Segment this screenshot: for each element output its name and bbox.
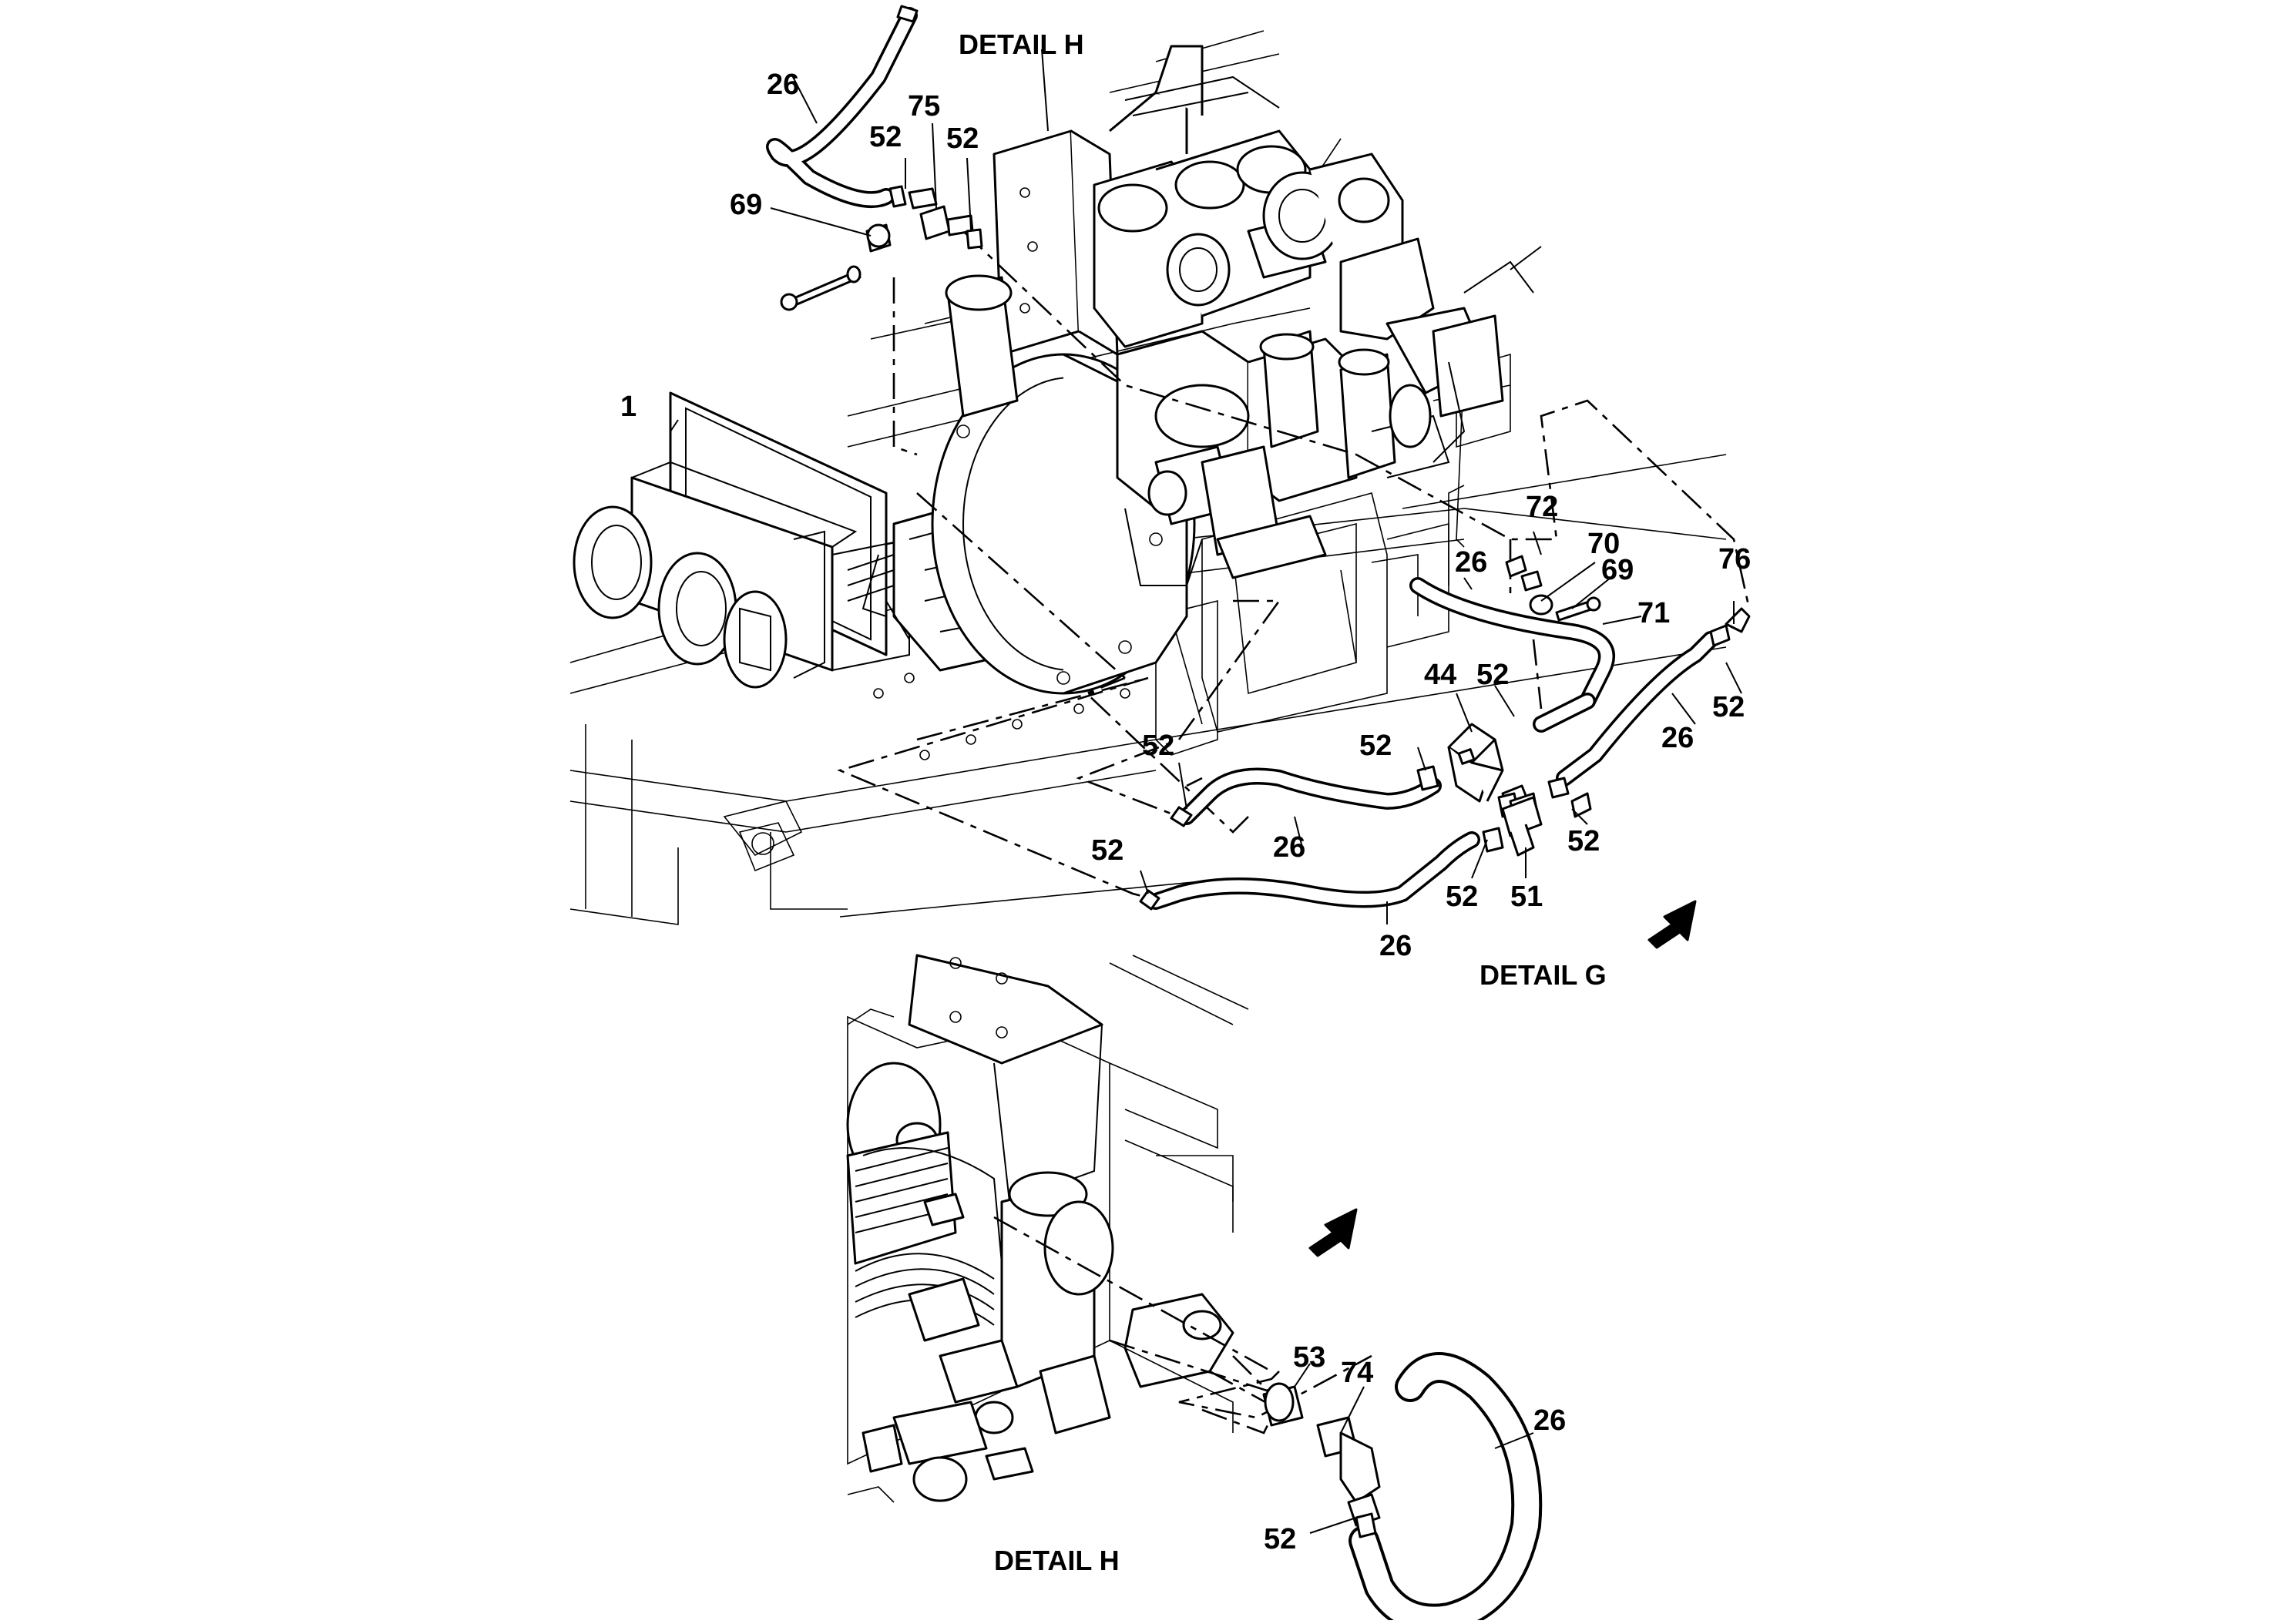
- detail-g-hoses: [1147, 577, 1719, 910]
- view-direction-arrow-icon: [1308, 1208, 1358, 1257]
- callout-52: 52: [1359, 730, 1392, 762]
- callout-26: 26: [1455, 546, 1487, 579]
- callout-75: 75: [908, 90, 940, 122]
- callout-26: 26: [1273, 831, 1305, 864]
- detail-h-engine-view: [846, 954, 1249, 1503]
- callout-71: 71: [1637, 597, 1670, 629]
- callout-52: 52: [869, 121, 902, 153]
- callout-52: 52: [946, 122, 979, 155]
- callout-26: 26: [1379, 930, 1412, 962]
- callout-74: 74: [1341, 1357, 1373, 1389]
- callout-76: 76: [1718, 543, 1751, 575]
- detail-g-title: DETAIL G: [1480, 959, 1607, 991]
- callout-leader-lines: [670, 49, 1742, 1534]
- callout-1: 1: [620, 391, 636, 423]
- detail-h-title-top: DETAIL H: [959, 29, 1084, 60]
- callout-52: 52: [1567, 825, 1600, 857]
- callout-53: 53: [1293, 1341, 1325, 1374]
- callout-69: 69: [1601, 554, 1634, 586]
- detail-h-title-bottom: DETAIL H: [994, 1545, 1120, 1576]
- callout-52: 52: [1264, 1523, 1296, 1555]
- assembly-leader-lines: [837, 230, 1751, 903]
- callout-52: 52: [1091, 834, 1123, 867]
- callout-52: 52: [1142, 730, 1174, 762]
- detail-h-hose-bottom: [1262, 1352, 1543, 1624]
- detail-h-fittings-top: [780, 185, 983, 311]
- detail-h-hose-top: [766, 5, 919, 209]
- engine-assembly: [945, 45, 1542, 586]
- detail-g-fittings: [1139, 555, 1751, 911]
- heater-unit: [573, 391, 910, 689]
- callout-72: 72: [1526, 491, 1558, 523]
- callout-26: 26: [767, 69, 799, 101]
- callout-52: 52: [1446, 881, 1478, 913]
- callout-26: 26: [1533, 1404, 1566, 1437]
- callout-52: 52: [1712, 691, 1745, 723]
- callout-44: 44: [1424, 659, 1456, 691]
- callout-69: 69: [730, 189, 762, 221]
- callout-26: 26: [1661, 722, 1694, 754]
- callout-51: 51: [1510, 881, 1543, 913]
- callout-70: 70: [1587, 528, 1620, 560]
- callout-52: 52: [1476, 659, 1509, 691]
- view-direction-arrow-icon: [1647, 900, 1697, 949]
